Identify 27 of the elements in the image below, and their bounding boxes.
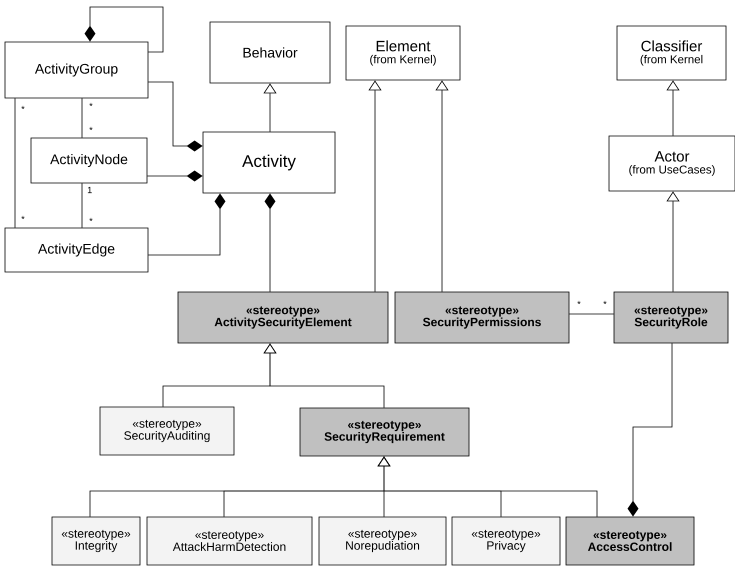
stereotype-box: «stereotype» SecurityPermissions — [394, 292, 570, 344]
stereotype-box: «stereotype» SecurityAuditing — [100, 406, 234, 456]
stereotype-box: «stereotype» Privacy — [452, 516, 560, 566]
multiplicity: 1 — [88, 186, 92, 194]
stereotype-box: «stereotype» Norepudiation — [318, 516, 446, 566]
stereotype-box: «stereotype» SecurityRequirement — [300, 408, 470, 456]
multiplicity: * — [89, 126, 93, 130]
stereotype-box: «stereotype» ActivitySecurityElement — [178, 292, 388, 344]
class-box: Classifier (from Kernel — [616, 26, 726, 80]
connector — [84, 6, 164, 52]
class-box: ActivityEdge — [4, 228, 148, 272]
class-box: Element (from Kernel) — [346, 26, 460, 80]
class-box: ActivityGroup — [4, 42, 148, 98]
multiplicity: * — [89, 218, 93, 222]
multiplicity: * — [21, 106, 25, 110]
multiplicity: * — [577, 300, 581, 304]
class-box: Actor (from UseCases) — [608, 136, 735, 192]
stereotype-box: «stereotype» Integrity — [52, 516, 140, 566]
multiplicity: * — [89, 102, 93, 106]
stereotype-box: «stereotype» AccessControl — [566, 516, 694, 566]
class-box: Activity — [202, 132, 336, 194]
class-box: Behavior — [210, 22, 330, 84]
multiplicity: * — [21, 216, 25, 220]
stereotype-box: «stereotype» AttackHarmDetection — [146, 516, 312, 566]
class-box: ActivityNode — [30, 138, 148, 184]
stereotype-box: «stereotype» SecurityRole — [614, 292, 728, 344]
connector — [14, 98, 16, 228]
